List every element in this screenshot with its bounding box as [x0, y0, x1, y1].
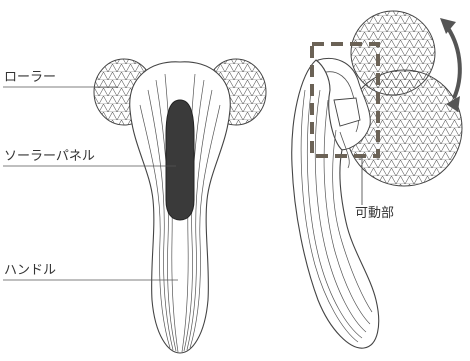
movable-part-label: 可動部	[355, 207, 394, 220]
front-view	[94, 59, 266, 353]
side-view	[292, 11, 462, 348]
handle-label: ハンドル	[4, 264, 56, 277]
solar-panel	[166, 100, 194, 220]
roller-label: ローラー	[4, 71, 56, 84]
solar-panel-label: ソーラーパネル	[4, 150, 95, 163]
